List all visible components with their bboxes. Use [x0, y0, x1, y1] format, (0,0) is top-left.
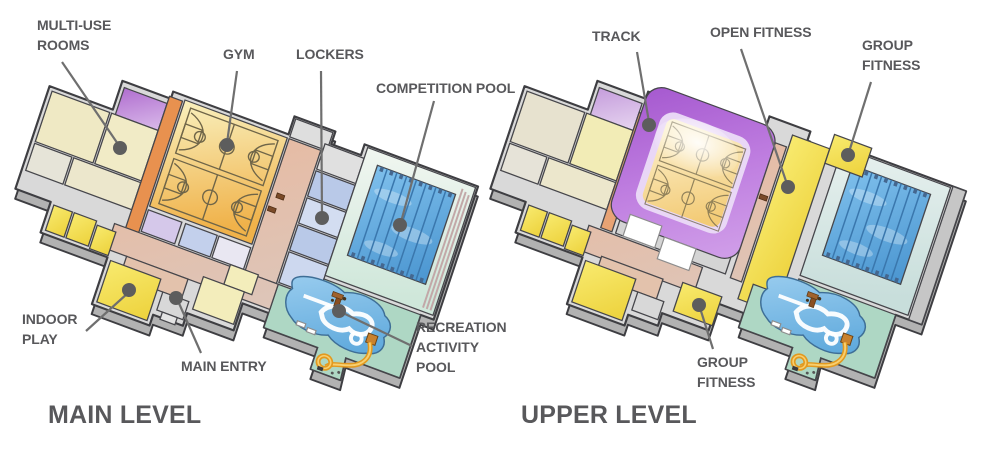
leader-competition-pool [399, 100, 436, 223]
upper-left-room-3 [499, 142, 548, 185]
dot-group-fitness-upper [841, 148, 855, 162]
label-open-fitness: OPEN FITNESS [710, 24, 812, 40]
multi-use-room-3 [24, 142, 73, 185]
yellow-room-3 [88, 224, 117, 257]
leader-open-fitness [739, 48, 789, 185]
south-room-b [191, 275, 246, 326]
dot-track [642, 118, 656, 132]
dot-multi-use-rooms [113, 141, 127, 155]
dot-open-fitness [781, 180, 795, 194]
leader-main-entry [176, 300, 203, 354]
east-tall-wall [907, 185, 967, 326]
label-group-fitness-lower: GROUP FITNESS [697, 354, 756, 390]
label-track: TRACK [592, 28, 641, 44]
multi-use-room-1 [34, 90, 111, 164]
benches [266, 192, 286, 214]
label-competition-pool: COMPETITION POOL [376, 80, 516, 96]
dot-competition-pool [393, 218, 407, 232]
skylight-box-2 [656, 236, 697, 272]
title-main-level: MAIN LEVEL [48, 401, 202, 429]
yellow-room-u3 [563, 224, 592, 257]
vestibule-upper [631, 291, 665, 321]
leader-multi-use-rooms [61, 61, 121, 148]
label-indoor-play: INDOOR PLAY [22, 311, 78, 347]
label-lockers: LOCKERS [296, 46, 364, 62]
bleachers [422, 188, 470, 311]
main-level-plan [14, 79, 480, 429]
label-multi-use-rooms: MULTI-USE ROOMS [37, 17, 112, 53]
leader-recreation-pool [342, 312, 413, 347]
dot-main-entry [169, 291, 183, 305]
yellow-room-1 [44, 204, 74, 238]
leader-indoor-play [85, 292, 129, 332]
title-upper-level: UPPER LEVEL [521, 401, 697, 429]
skylight-box-1 [622, 213, 663, 249]
label-recreation-activity-pool: RECREATION ACTIVITY POOL [416, 319, 507, 375]
leader-group-fitness-lower [698, 307, 715, 350]
yellow-room-u4 [571, 259, 637, 322]
gym-floor [148, 99, 289, 245]
leader-gym [225, 70, 239, 144]
dot-group-fitness-lower [692, 298, 706, 312]
label-gym: GYM [223, 46, 255, 62]
entry-step [159, 311, 179, 326]
dot-recreation-pool [332, 304, 346, 318]
small-room-pale [211, 235, 252, 271]
small-room-blue [177, 222, 219, 258]
small-room-lavender [140, 208, 183, 245]
leader-lockers [319, 70, 324, 217]
leader-track [635, 51, 651, 123]
upper-left-room-1 [509, 90, 586, 164]
label-group-fitness-upper: GROUP FITNESS [862, 37, 921, 73]
dot-indoor-play [122, 283, 136, 297]
yellow-room-2 [65, 211, 98, 247]
dot-lockers [315, 211, 329, 225]
leader-group-fitness-upper [847, 81, 873, 153]
label-main-entry: MAIN ENTRY [181, 358, 267, 374]
yellow-room-u2 [540, 211, 573, 247]
benches-upper [758, 193, 769, 202]
dot-gym [220, 138, 234, 152]
yellow-room-u1 [519, 204, 549, 238]
south-band [44, 204, 280, 326]
